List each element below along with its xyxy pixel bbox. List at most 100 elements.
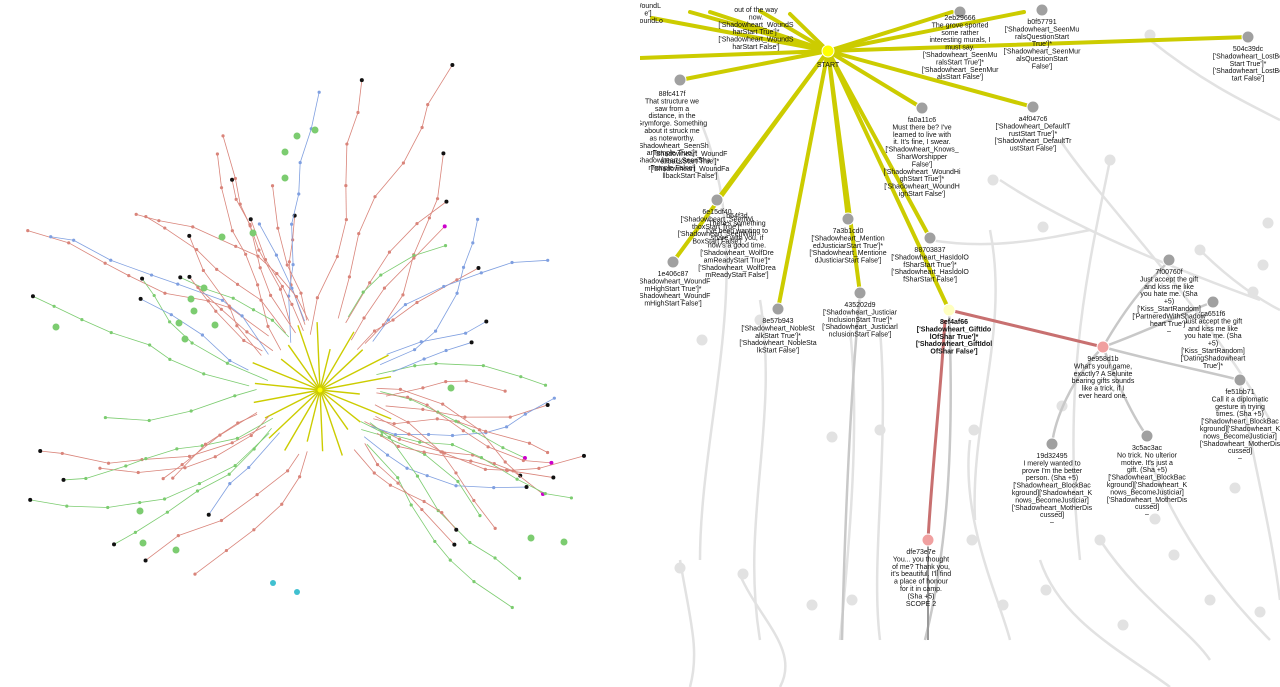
faded-node[interactable]	[874, 424, 886, 436]
overview-graph[interactable]	[26, 62, 586, 610]
overview-node[interactable]	[171, 476, 175, 480]
faded-node[interactable]	[1204, 594, 1216, 606]
graph-node[interactable]	[1045, 437, 1059, 451]
overview-node[interactable]	[98, 466, 102, 470]
overview-node[interactable]	[517, 576, 522, 580]
overview-node[interactable]	[49, 235, 53, 239]
overview-node[interactable]	[552, 396, 556, 400]
overview-end-node[interactable]	[444, 199, 449, 204]
overview-hub-node[interactable]	[172, 546, 180, 554]
faded-node[interactable]	[806, 599, 818, 611]
overview-node[interactable]	[443, 243, 448, 248]
faded-node[interactable]	[997, 599, 1009, 611]
graph-node[interactable]	[821, 44, 835, 58]
graph-node[interactable]	[1241, 30, 1255, 44]
faded-node[interactable]	[674, 562, 686, 574]
overview-start-node[interactable]	[317, 387, 323, 393]
overview-node[interactable]	[60, 451, 64, 456]
overview-end-node[interactable]	[178, 275, 183, 280]
overview-end-node[interactable]	[441, 151, 446, 156]
overview-node[interactable]	[134, 212, 138, 216]
faded-node[interactable]	[1262, 217, 1274, 229]
faded-node[interactable]	[737, 568, 749, 580]
overview-end-node[interactable]	[545, 402, 550, 407]
overview-node[interactable]	[546, 258, 550, 262]
overview-hub-node[interactable]	[294, 589, 300, 595]
graph-node[interactable]	[673, 73, 687, 87]
faded-node[interactable]	[1247, 286, 1259, 298]
overview-end-node[interactable]	[581, 453, 586, 458]
graph-node[interactable]	[953, 5, 967, 19]
overview-end-node[interactable]	[551, 475, 556, 480]
faded-node[interactable]	[1257, 259, 1269, 271]
overview-node[interactable]	[215, 152, 220, 156]
overview-node[interactable]	[476, 217, 480, 221]
overview-hub-node[interactable]	[139, 539, 147, 547]
faded-node[interactable]	[1254, 606, 1266, 618]
overview-node[interactable]	[221, 134, 225, 138]
faded-node[interactable]	[966, 534, 978, 546]
graph-node[interactable]	[710, 193, 724, 207]
overview-special-node[interactable]	[442, 224, 447, 229]
overview-hub-node[interactable]	[249, 229, 257, 237]
overview-node[interactable]	[26, 229, 30, 233]
overview-end-node[interactable]	[28, 497, 33, 502]
graph-node[interactable]	[1096, 340, 1110, 354]
overview-end-node[interactable]	[187, 274, 192, 279]
faded-node[interactable]	[1149, 513, 1161, 525]
overview-end-node[interactable]	[143, 558, 148, 563]
overview-hub-node[interactable]	[187, 295, 195, 303]
faded-node[interactable]	[846, 594, 858, 606]
graph-node[interactable]	[666, 255, 680, 269]
overview-end-node[interactable]	[359, 78, 364, 83]
graph-node[interactable]	[771, 302, 785, 316]
overview-hub-node[interactable]	[52, 323, 60, 331]
faded-node[interactable]	[696, 334, 708, 346]
faded-node[interactable]	[754, 314, 766, 326]
overview-hub-node[interactable]	[447, 384, 455, 392]
overview-node[interactable]	[161, 477, 165, 481]
overview-node[interactable]	[543, 383, 548, 387]
faded-node[interactable]	[1094, 534, 1106, 546]
graph-node[interactable]	[1233, 373, 1247, 387]
graph-node[interactable]	[1206, 295, 1220, 309]
faded-node[interactable]	[1229, 482, 1241, 494]
overview-end-node[interactable]	[454, 527, 459, 532]
faded-node[interactable]	[1194, 244, 1206, 256]
overview-hub-node[interactable]	[270, 580, 276, 586]
graph-node[interactable]	[1035, 3, 1049, 17]
overview-hub-node[interactable]	[136, 507, 144, 515]
graph-node[interactable]	[1026, 100, 1040, 114]
overview-end-node[interactable]	[248, 217, 253, 222]
faded-node[interactable]	[968, 424, 980, 436]
overview-end-node[interactable]	[450, 62, 455, 67]
overview-end-node[interactable]	[469, 340, 474, 345]
overview-node[interactable]	[510, 605, 514, 610]
overview-hub-node[interactable]	[560, 538, 568, 546]
overview-node[interactable]	[103, 415, 107, 420]
overview-hub-node[interactable]	[311, 126, 319, 134]
overview-end-node[interactable]	[138, 296, 143, 301]
overview-end-node[interactable]	[112, 542, 117, 547]
overview-node[interactable]	[493, 526, 497, 530]
faded-node[interactable]	[1040, 584, 1052, 596]
overview-hub-node[interactable]	[281, 148, 289, 156]
overview-hub-node[interactable]	[293, 132, 301, 140]
overview-end-node[interactable]	[518, 473, 523, 478]
overview-hub-node[interactable]	[218, 233, 226, 241]
faded-node[interactable]	[1104, 154, 1116, 166]
overview-node[interactable]	[478, 514, 482, 518]
graph-node[interactable]	[923, 231, 937, 245]
overview-hub-node[interactable]	[175, 319, 183, 327]
faded-node[interactable]	[826, 431, 838, 443]
graph-node[interactable]	[942, 303, 956, 317]
graph-node[interactable]	[921, 533, 935, 547]
overview-hub-node[interactable]	[190, 307, 198, 315]
overview-end-node[interactable]	[30, 294, 35, 299]
overview-node[interactable]	[193, 572, 197, 576]
overview-end-node[interactable]	[524, 485, 529, 490]
faded-node[interactable]	[1117, 619, 1129, 631]
overview-hub-node[interactable]	[211, 321, 219, 329]
